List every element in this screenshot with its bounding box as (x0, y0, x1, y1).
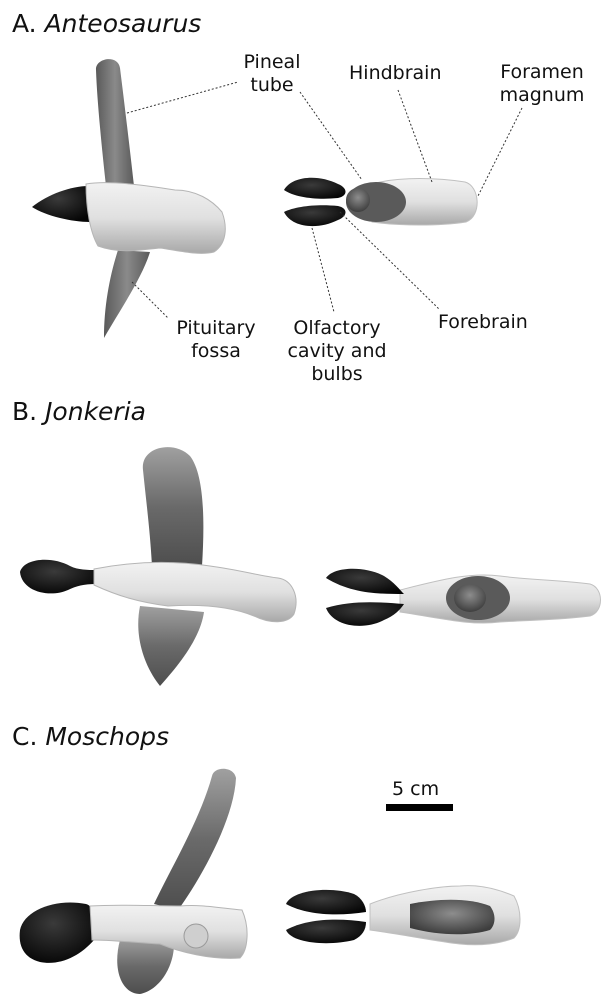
panel-c-letter: C. (12, 722, 37, 751)
label-pituitary-fossa: Pituitary fossa (166, 317, 266, 363)
panel-c-taxon: Moschops (45, 722, 169, 751)
panel-b-title: B. Jonkeria (12, 397, 146, 427)
leader-pituitary (132, 282, 168, 318)
jonkeria-lateral-endocast (20, 447, 296, 686)
leader-olfactory (312, 228, 334, 312)
moschops-brain-bump (184, 924, 208, 948)
moschops-olfactory-left (286, 890, 366, 914)
anteosaurus-olfactory-left (284, 178, 346, 199)
panel-b-taxon: Jonkeria (45, 397, 146, 426)
jonkeria-pituitary-fossa (138, 606, 204, 686)
label-hindbrain: Hindbrain (349, 62, 442, 85)
anteosaurus-dorsal-endocast (284, 178, 477, 226)
moschops-lateral-endocast (20, 769, 247, 994)
leader-pineal-lateral (127, 82, 238, 113)
panel-b-letter: B. (12, 397, 37, 426)
scale-bar (386, 804, 453, 811)
anteosaurus-midbrain-bump (346, 188, 370, 212)
jonkeria-pineal-tube (143, 447, 204, 566)
moschops-olfactory-right (286, 920, 366, 944)
scale-bar-label: 5 cm (392, 778, 439, 801)
panel-a-letter: A. (12, 9, 37, 38)
anteosaurus-olfactory-right (284, 205, 346, 226)
jonkeria-olfactory-bulb (20, 560, 96, 594)
moschops-pineal-tube (154, 769, 236, 910)
label-foramen-magnum: Foramen magnum (492, 61, 592, 107)
panel-a-title: A. Anteosaurus (12, 9, 201, 39)
anteosaurus-brain-lateral (86, 183, 225, 254)
leader-forebrain (340, 212, 440, 310)
panel-a-taxon: Anteosaurus (45, 9, 202, 38)
jonkeria-dorsal-endocast (326, 569, 601, 626)
moschops-forebrain-dorsal (410, 900, 495, 935)
moschops-olfactory-bulb (20, 902, 95, 962)
panel-c-title: C. Moschops (12, 722, 169, 752)
anteosaurus-lateral-endocast (32, 59, 225, 338)
label-pineal-tube: Pineal tube (232, 51, 312, 97)
leader-foramen (478, 108, 522, 196)
anteosaurus-pituitary-fossa (104, 250, 150, 338)
label-forebrain: Forebrain (438, 311, 528, 334)
leader-hindbrain (398, 90, 432, 182)
moschops-dorsal-endocast (286, 886, 520, 945)
jonkeria-midbrain-bump (454, 584, 486, 612)
jonkeria-olfactory-left (326, 569, 404, 594)
anteosaurus-olfactory-bulb (32, 186, 90, 222)
jonkeria-olfactory-right (326, 602, 404, 626)
anteosaurus-pineal-tube (96, 59, 134, 186)
leader-pineal-dorsal (300, 92, 362, 180)
label-olfactory: Olfactory cavity and bulbs (282, 317, 392, 386)
